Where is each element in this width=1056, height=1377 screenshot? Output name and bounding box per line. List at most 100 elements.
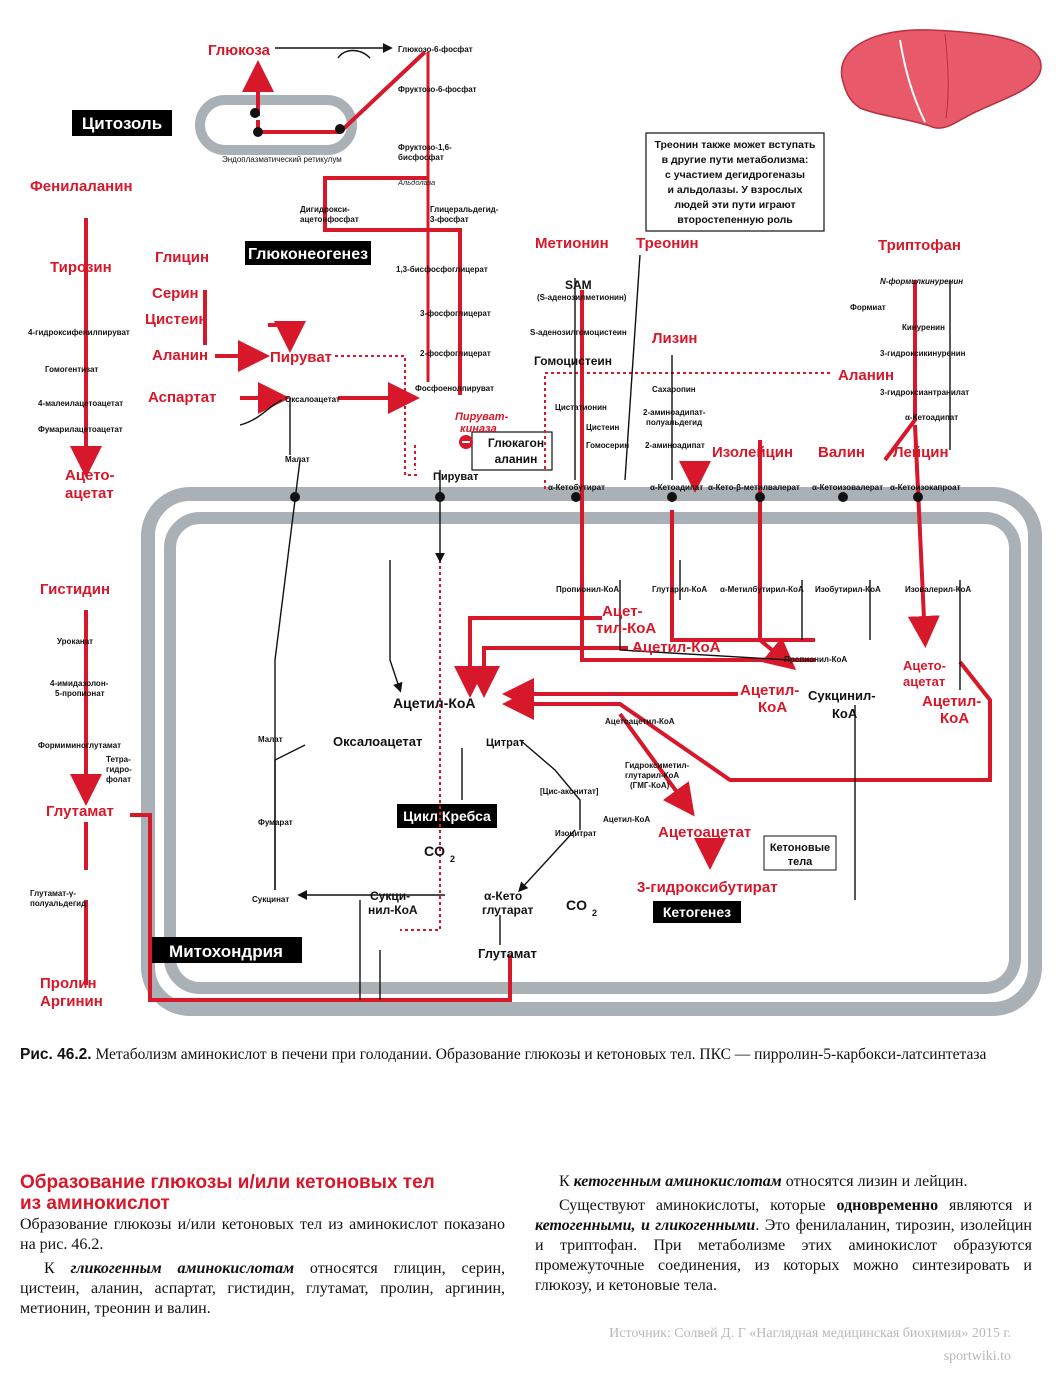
subscript-2: 2 — [592, 908, 597, 918]
acetylcoa-red-1: Ацет- — [602, 603, 643, 620]
acetoacetate-label: ацетат — [65, 485, 114, 502]
metabolite: Сахаропин — [652, 385, 696, 394]
oxaloacetate-label: Оксалоацетат — [333, 734, 422, 749]
mitochondria-label: Митохондрия — [169, 942, 283, 961]
tyrosine-label: Тирозин — [50, 259, 112, 276]
metabolite: Уроканат — [57, 637, 93, 646]
metabolite: Формиминоглутамат — [38, 741, 121, 750]
note-line: с участием дегидрогеназы — [665, 169, 805, 181]
ketone-line: тела — [788, 856, 813, 868]
serine-label: Серин — [152, 285, 199, 302]
note-line: людей эти пути играют — [674, 199, 795, 211]
glutamate-red-label: Глутамат — [46, 803, 114, 820]
enzyme: Альдолаза — [397, 178, 435, 187]
caption-label: Рис. 46.2. — [20, 1046, 92, 1063]
metabolite: Дигидрокси- — [300, 205, 350, 214]
metabolite: Цистатионин — [555, 403, 607, 412]
krebs-label: Цикл Кребса — [403, 808, 491, 824]
text: . Это фенилаланин, тирозин, изолейцин и … — [535, 1217, 1032, 1294]
metabolite: 3-гидроксиантранилат — [880, 388, 969, 397]
emphasis: одновременно — [836, 1197, 939, 1214]
metabolite: α-Кетоизокапроат — [890, 483, 961, 492]
metabolite: [Цис-аконитат] — [540, 787, 599, 796]
paragraph: К кетогенным аминокислотам относятся лиз… — [535, 1172, 1032, 1192]
metabolite: Глицеральдегид- — [430, 205, 499, 214]
ketone-line: Кетоновые — [770, 842, 830, 854]
gluconeogenesis-box — [245, 241, 371, 265]
metabolite: Цистеин — [586, 423, 619, 432]
alanine2-label: Аланин — [838, 367, 894, 384]
pyruvate-kinase-label: Пируват- — [455, 411, 509, 423]
metabolite: 2-аминоадипат — [645, 441, 705, 450]
succinylcoa-label: Сукци- — [370, 889, 410, 903]
metabolite: 3-гидроксикинуренин — [880, 349, 966, 358]
pyruvate-kinase-label: киназа — [460, 423, 497, 435]
metabolite: Ацетил-КоА — [603, 815, 650, 824]
red-pathways — [70, 50, 992, 1002]
acetylcoa-red-2: Ацетил-КоА — [632, 639, 721, 656]
metabolite: α-Кетоадипат — [905, 413, 958, 422]
metabolite: 4-имидазолон- — [50, 679, 109, 688]
figure-caption: Рис. 46.2. Метаболизм аминокислот в пече… — [20, 1045, 1030, 1065]
source-note: Источник: Солвей Д. Г «Наглядная медицин… — [609, 1326, 1011, 1341]
metabolite: Изовалерил-КоА — [905, 585, 971, 594]
acetylcoa-red-4: Ацетил- — [922, 693, 981, 710]
cytosol-box — [72, 110, 172, 136]
acetoacetate3-label: Ацетоацетат — [658, 824, 751, 841]
co2-label: CO — [424, 843, 445, 859]
metabolite: Кинуренин — [902, 323, 945, 332]
acetoacetate2-label: ацетат — [903, 674, 945, 689]
krebs-box — [397, 804, 497, 828]
emphasis: кетогенными, и гликогенными — [535, 1217, 756, 1234]
caption-text: Метаболизм аминокислот в печени при голо… — [95, 1046, 987, 1063]
inhibitor-box — [471, 431, 553, 471]
paragraph: Существуют аминокислоты, которые одновре… — [535, 1196, 1032, 1296]
acetylcoa-red-3: Ацетил- — [740, 682, 799, 699]
metabolite: полуальдегид — [30, 899, 86, 908]
metabolite: гидро- — [106, 765, 132, 774]
metabolite: ацетонфосфат — [300, 215, 359, 224]
gluconeogenesis-label: Глюконеогенез — [248, 246, 368, 263]
metabolite: α-Кето-β-метилвалерат — [708, 483, 800, 492]
succinylcoa-label: нил-КоА — [368, 903, 418, 917]
text: К — [44, 1260, 71, 1277]
metabolite: 3-фосфоглицерат — [420, 309, 491, 318]
metabolite: бисфосфат — [398, 153, 444, 162]
text: Существуют аминокислоты, которые — [559, 1197, 837, 1214]
metabolite: 2-аминоадипат- — [643, 408, 706, 417]
right-column: К кетогенным аминокислотам относятся лиз… — [535, 1172, 1032, 1300]
metabolite: 5-пропионат — [55, 689, 105, 698]
subscript-2: 2 — [450, 854, 455, 864]
ketogenesis-box — [653, 901, 741, 923]
metabolite: глутарил-КоА — [625, 771, 679, 780]
transporter-dots — [250, 108, 923, 502]
note-line: и альдолазы. У взрослых — [668, 184, 803, 196]
metabolism-diagram: Эндоплазматический ретикулум Цитозоль Гл… — [28, 29, 1042, 1016]
metabolite: Малат — [258, 735, 283, 744]
succinylcoa2-label: Сукцинил- — [808, 688, 876, 703]
akg-label: α-Кето — [484, 889, 522, 903]
metabolite: Гомогентизат — [45, 365, 98, 374]
mitochondrion-inner-membrane — [164, 512, 1021, 994]
emphasis: кетогенным аминокислотам — [573, 1173, 782, 1190]
ketogenesis-label: Кетогенез — [663, 904, 731, 920]
note-line: в другие пути метаболизма: — [662, 154, 809, 166]
metabolite: Изобутирил-КоА — [815, 585, 881, 594]
metabolite: Тетра- — [106, 755, 131, 764]
inhibitor-line: Глюкагон — [488, 436, 544, 450]
citrate-label: Цитрат — [486, 737, 525, 749]
er-capsule — [195, 95, 357, 155]
metabolite: Фруктозо-6-фосфат — [398, 85, 477, 94]
pyruvate-red-label: Пируват — [270, 349, 332, 366]
metabolite: (ГМГ-КоА) — [630, 781, 670, 790]
metabolite: S-аденозилгомоцистеин — [530, 328, 627, 337]
acetoacetate2-label: Ацето- — [903, 658, 946, 673]
emphasis: гликогенным аминокислотам — [70, 1260, 295, 1277]
text: относятся глицин, серин, цистеин, аланин… — [20, 1260, 506, 1317]
metabolite: 4-гидроксифенилпируват — [28, 328, 130, 337]
left-column: Образование глюкозы и/или кетоновых тел … — [20, 1215, 505, 1323]
glutamate-mito-label: Глутамат — [478, 946, 537, 961]
metabolite: Гомоцистеин — [534, 354, 612, 368]
metabolite: Фумарат — [258, 818, 293, 827]
acetylcoa-red-1b: тил-КоА — [596, 620, 656, 637]
